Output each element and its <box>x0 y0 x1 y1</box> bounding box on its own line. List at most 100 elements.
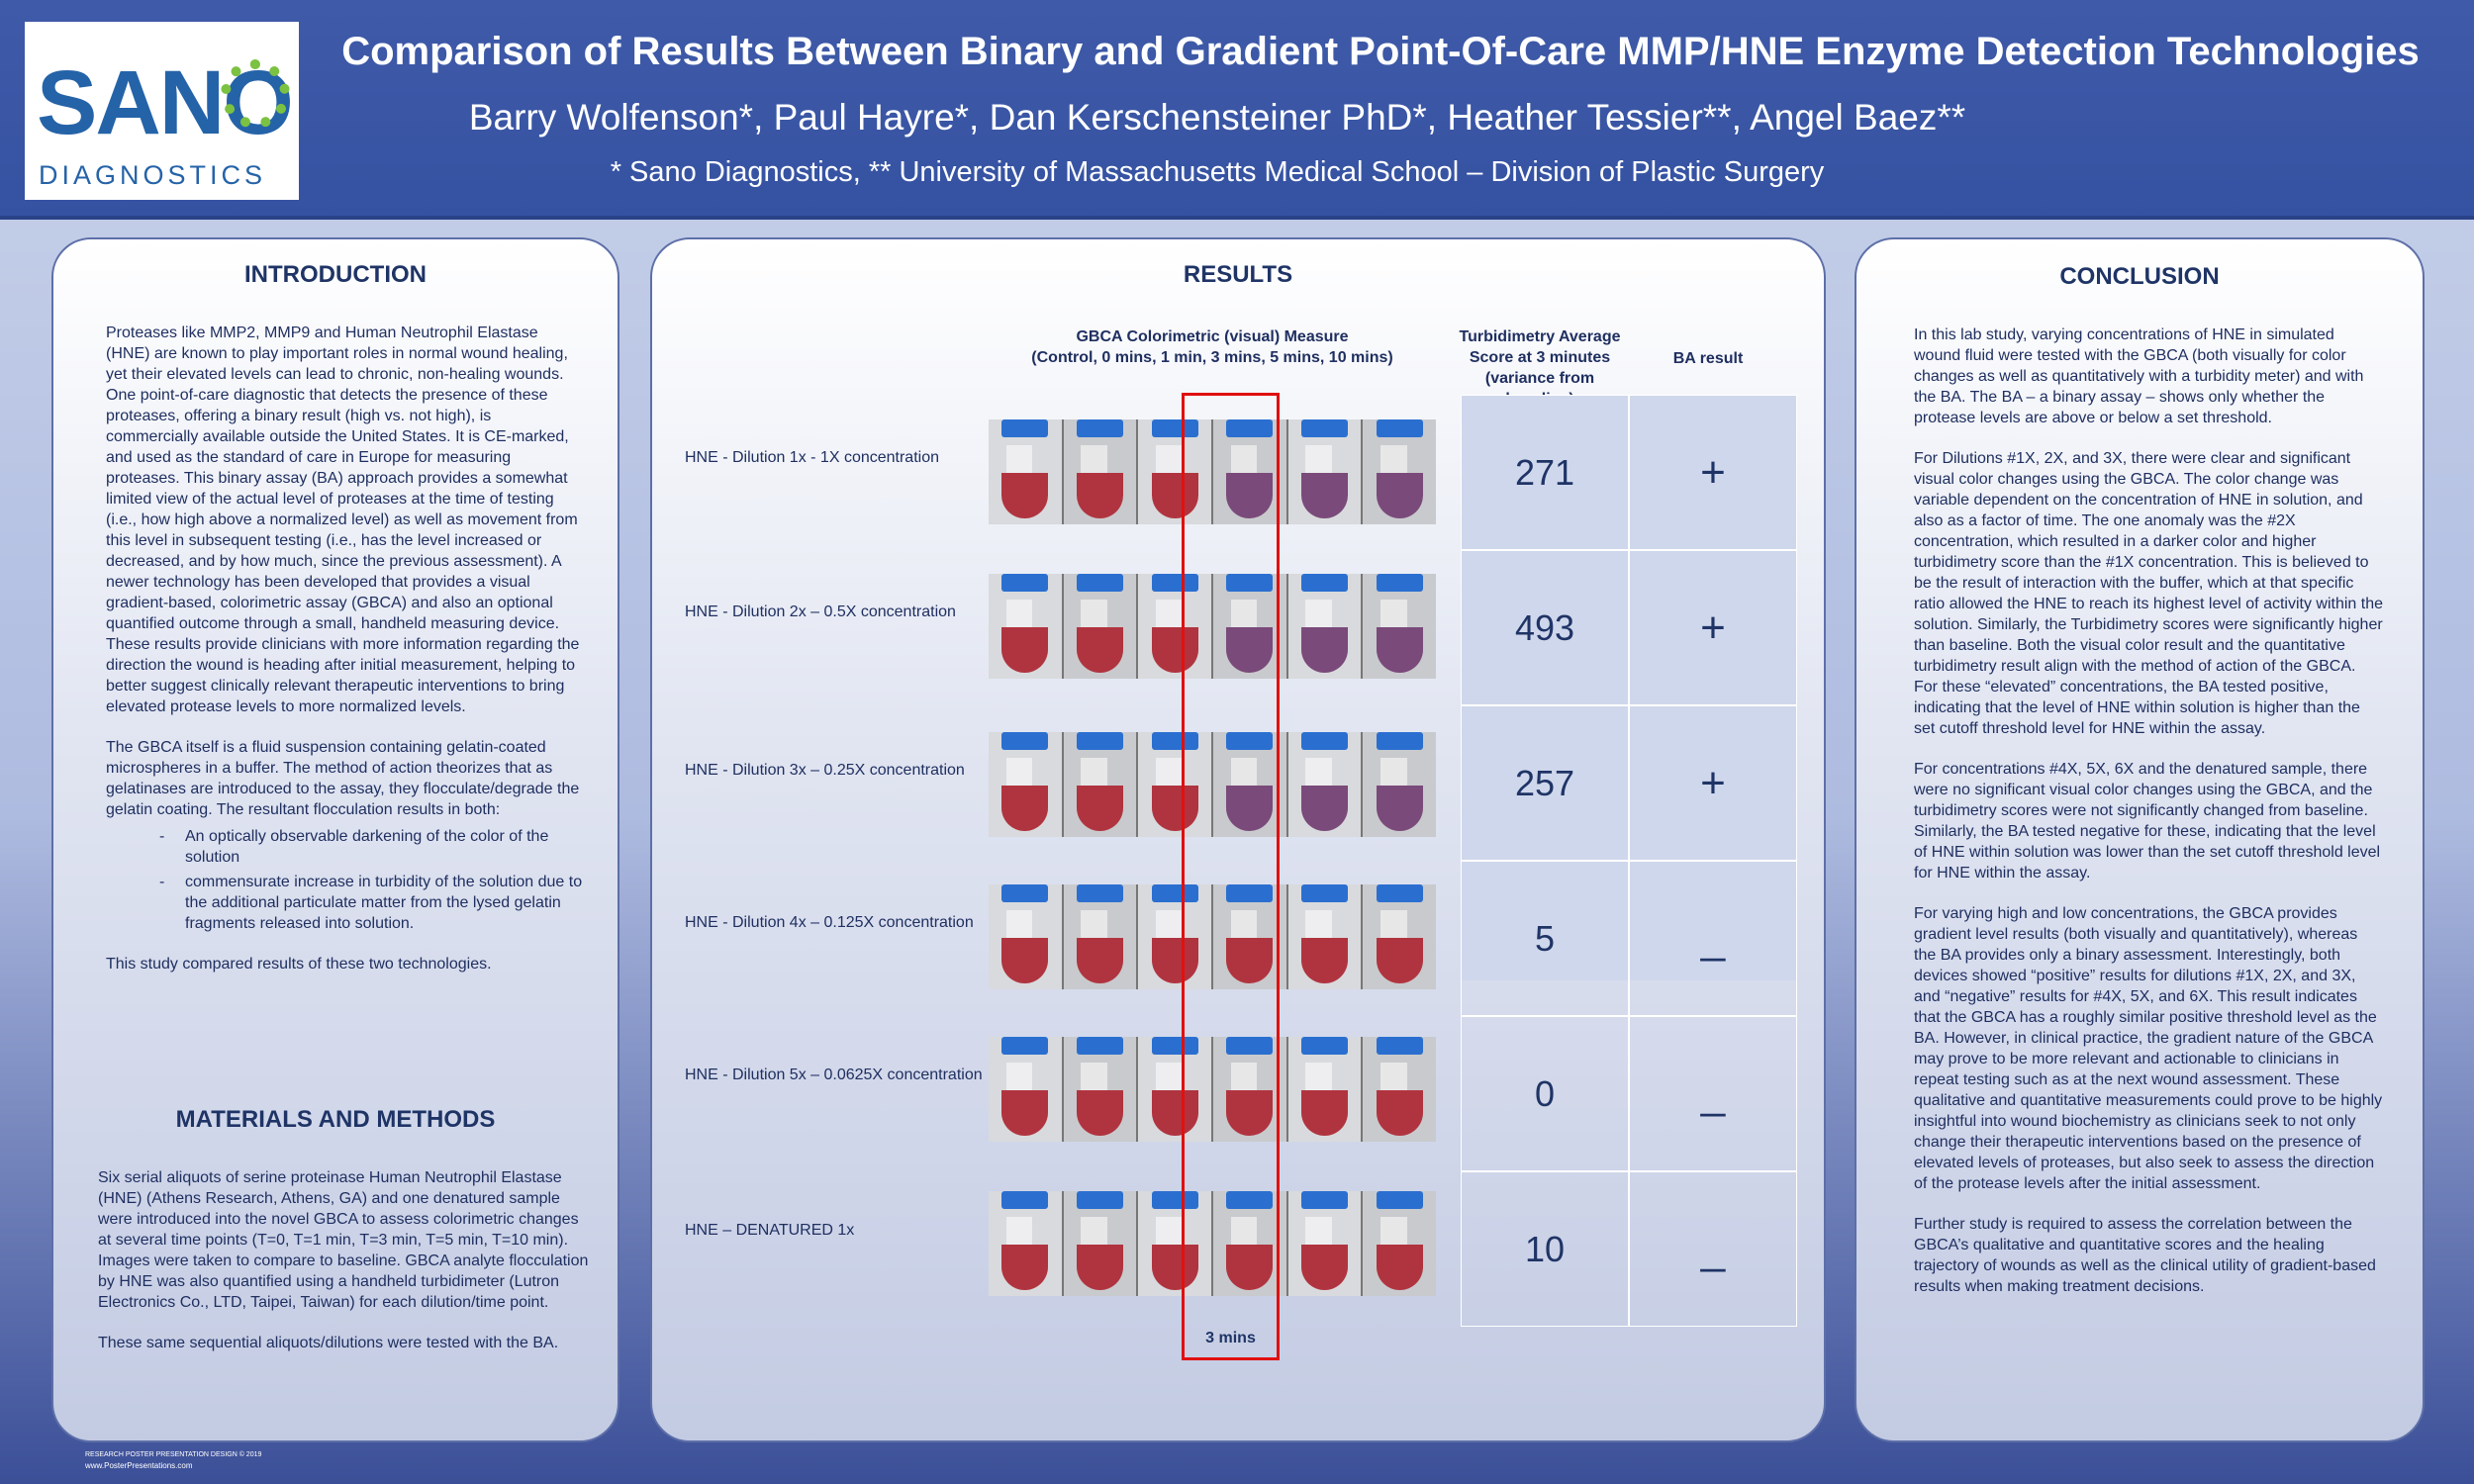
tube-label <box>1156 445 1183 477</box>
methods-body: Six serial aliquots of serine proteinase… <box>98 1167 593 1373</box>
conclusion-body: In this lab study, varying concentration… <box>1914 325 2383 1317</box>
tube-label <box>1305 445 1332 477</box>
results-row-label: HNE - Dilution 2x – 0.5X concentration <box>685 603 956 620</box>
tube-cap <box>1076 1037 1124 1055</box>
tube-label <box>1081 1217 1107 1249</box>
tube-cap <box>1001 574 1049 592</box>
sample-tube <box>1063 419 1139 524</box>
tube-cap <box>1376 884 1423 902</box>
sample-tube <box>989 419 1064 524</box>
poster-authors: Barry Wolfenson*, Paul Hayre*, Dan Kersc… <box>468 97 1966 138</box>
sample-tube <box>1213 419 1288 524</box>
sample-tubes-photo <box>989 884 1437 989</box>
gbca-header-line: GBCA Colorimetric (visual) Measure <box>1076 328 1349 345</box>
turbidity-score-cell: 5 <box>1461 861 1629 1016</box>
logo-subtitle: DIAGNOSTICS <box>39 160 267 190</box>
tube-label <box>1156 758 1183 789</box>
tube-label <box>1005 1217 1033 1249</box>
tube-label <box>1380 1063 1407 1094</box>
tube-liquid <box>1300 473 1349 518</box>
sample-tube <box>1213 1037 1288 1142</box>
tube-liquid <box>1076 1245 1124 1290</box>
tube-liquid <box>1300 627 1349 673</box>
tube-cap <box>1226 732 1274 750</box>
tube-liquid <box>1001 786 1049 831</box>
sample-tube <box>1063 1191 1139 1296</box>
sample-tube <box>1287 574 1364 679</box>
turbidity-score-cell: 493 <box>1461 550 1629 705</box>
introduction-paragraph: This study compared results of these two… <box>106 956 492 973</box>
sample-tubes-photo <box>989 1037 1437 1142</box>
tube-label <box>1305 1063 1332 1094</box>
tube-liquid <box>1376 1090 1423 1136</box>
sample-tubes-photo <box>989 732 1437 837</box>
introduction-title: INTRODUCTION <box>244 261 427 288</box>
sample-tube <box>1363 732 1437 837</box>
tube-label <box>1081 758 1107 789</box>
results-row-label: HNE - Dilution 1x - 1X concentration <box>685 449 939 466</box>
sample-tube <box>1363 884 1437 989</box>
results-row-label: HNE – DENATURED 1x <box>685 1222 855 1239</box>
tube-cap <box>1300 1037 1349 1055</box>
tube-liquid <box>1151 938 1198 983</box>
tube-cap <box>1151 1191 1198 1209</box>
tube-label <box>1230 758 1258 789</box>
gbca-header-line: (Control, 0 mins, 1 min, 3 mins, 5 mins,… <box>1031 349 1393 366</box>
introduction-body: Proteases like MMP2, MMP9 and Human Neut… <box>106 323 583 994</box>
tube-liquid <box>1076 938 1124 983</box>
sample-tube <box>1363 1191 1437 1296</box>
sample-tube <box>1287 732 1364 837</box>
bullet-item: An optically observable darkening of the… <box>159 826 583 868</box>
conclusion-paragraph: For varying high and low concentrations,… <box>1914 905 2383 1192</box>
tube-liquid <box>1226 473 1274 518</box>
tube-label <box>1156 910 1183 942</box>
tube-cap <box>1151 419 1198 437</box>
conclusion-paragraph: Further study is required to assess the … <box>1914 1216 2376 1295</box>
tube-liquid <box>1300 1090 1349 1136</box>
footer-url[interactable]: www.PosterPresentations.com <box>85 1461 193 1470</box>
ba-result-cell: + <box>1629 550 1797 705</box>
sample-tubes-photo <box>989 1191 1437 1296</box>
tube-liquid <box>1001 627 1049 673</box>
sample-tube <box>1213 1191 1288 1296</box>
tube-liquid <box>1001 473 1049 518</box>
tube-liquid <box>1300 1245 1349 1290</box>
introduction-panel: INTRODUCTION Proteases like MMP2, MMP9 a… <box>51 237 619 1442</box>
tube-cap <box>1001 732 1049 750</box>
sample-tube <box>1213 574 1288 679</box>
tube-cap <box>1151 1037 1198 1055</box>
logo-ring-icon <box>221 59 290 129</box>
tube-liquid <box>1226 1245 1274 1290</box>
tube-liquid <box>1376 1245 1423 1290</box>
conclusion-paragraph: For Dilutions #1X, 2X, and 3X, there wer… <box>1914 450 2384 737</box>
tube-liquid <box>1151 1245 1198 1290</box>
tube-label <box>1230 910 1258 942</box>
tube-cap <box>1300 574 1349 592</box>
tube-cap <box>1151 884 1198 902</box>
tube-liquid <box>1376 473 1423 518</box>
methods-paragraph: Six serial aliquots of serine proteinase… <box>98 1169 589 1311</box>
tube-cap <box>1300 419 1349 437</box>
sample-tube <box>1138 1191 1214 1296</box>
gbca-column-header: GBCA Colorimetric (visual) Measure (Cont… <box>989 326 1436 368</box>
tube-liquid <box>1076 1090 1124 1136</box>
tube-label <box>1230 445 1258 477</box>
results-row-label: HNE - Dilution 5x – 0.0625X concentratio… <box>685 1067 983 1083</box>
sample-tube <box>1138 884 1214 989</box>
ba-result-cell: _ <box>1629 1171 1797 1327</box>
tube-cap <box>1151 574 1198 592</box>
tube-cap <box>1076 574 1124 592</box>
tube-label <box>1005 758 1033 789</box>
three-minute-highlight-box <box>1182 393 1280 1360</box>
tube-label <box>1005 1063 1033 1094</box>
sample-tube <box>1063 884 1139 989</box>
conclusion-panel: CONCLUSION In this lab study, varying co… <box>1855 237 2425 1442</box>
tube-cap <box>1376 732 1423 750</box>
ba-result-cell: + <box>1629 705 1797 861</box>
poster-header: SANO DIAGNOSTICS Comparison of Results B… <box>0 0 2474 220</box>
tube-cap <box>1001 1191 1049 1209</box>
tube-label <box>1230 1217 1258 1249</box>
tube-liquid <box>1076 627 1124 673</box>
tube-cap <box>1376 1037 1423 1055</box>
turbidity-score-cell: 10 <box>1461 1171 1629 1327</box>
